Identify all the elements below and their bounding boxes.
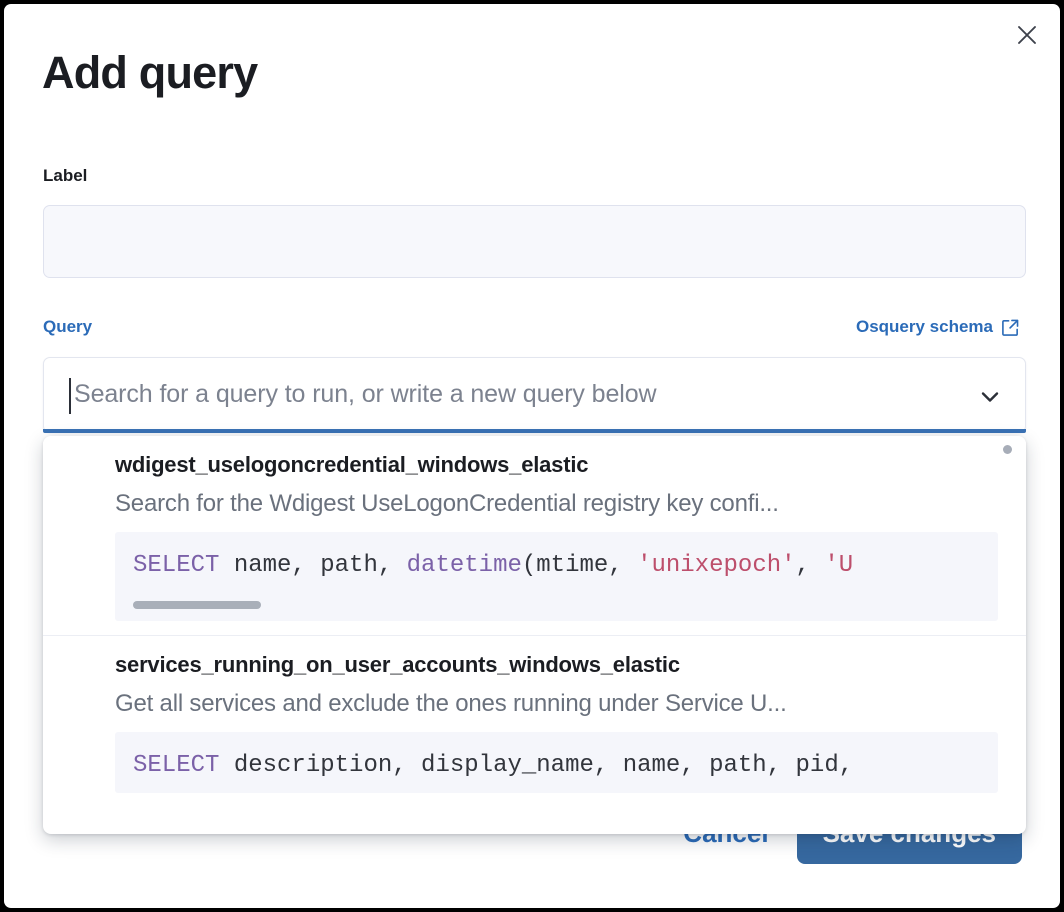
option-code-text: SELECT description, display_name, name, … <box>133 751 854 779</box>
list-item[interactable]: wdigest_uselogoncredential_windows_elast… <box>43 436 1026 635</box>
query-combobox-placeholder: Search for a query to run, or write a ne… <box>74 380 657 408</box>
chevron-down-icon[interactable] <box>977 384 1003 410</box>
close-button[interactable] <box>1010 18 1044 52</box>
option-code-text: SELECT name, path, datetime(mtime, 'unix… <box>133 552 854 579</box>
close-icon <box>1016 24 1038 46</box>
option-description: Search for the Wdigest UseLogonCredentia… <box>115 490 779 517</box>
option-code-block: SELECT description, display_name, name, … <box>115 731 998 793</box>
osquery-schema-link[interactable]: Osquery schema <box>856 317 1020 337</box>
add-query-dialog: Add query Label Query Osquery schema Sea… <box>4 4 1060 908</box>
option-title: wdigest_uselogoncredential_windows_elast… <box>115 452 589 477</box>
label-field-label: Label <box>43 166 88 185</box>
option-title: services_running_on_user_accounts_window… <box>115 651 680 677</box>
option-description: Get all services and exclude the ones ru… <box>115 689 787 717</box>
external-link-icon <box>1001 318 1020 337</box>
text-caret <box>69 378 71 414</box>
query-field-label[interactable]: Query <box>43 317 93 336</box>
query-suggestions-dropdown[interactable]: wdigest_uselogoncredential_windows_elast… <box>43 436 1026 834</box>
query-combobox-focus-underline <box>43 429 1026 433</box>
list-item[interactable]: services_running_on_user_accounts_window… <box>43 634 1026 807</box>
option-code-block: SELECT name, path, datetime(mtime, 'unix… <box>115 532 998 621</box>
dropdown-scrollbar[interactable] <box>1003 445 1012 454</box>
page-title: Add query <box>42 47 258 98</box>
query-option-list: wdigest_uselogoncredential_windows_elast… <box>43 436 1026 807</box>
label-input[interactable] <box>43 205 1026 278</box>
query-combobox[interactable]: Search for a query to run, or write a ne… <box>43 357 1026 433</box>
osquery-schema-link-label: Osquery schema <box>855 317 993 336</box>
code-horizontal-scrollbar[interactable] <box>133 600 261 609</box>
